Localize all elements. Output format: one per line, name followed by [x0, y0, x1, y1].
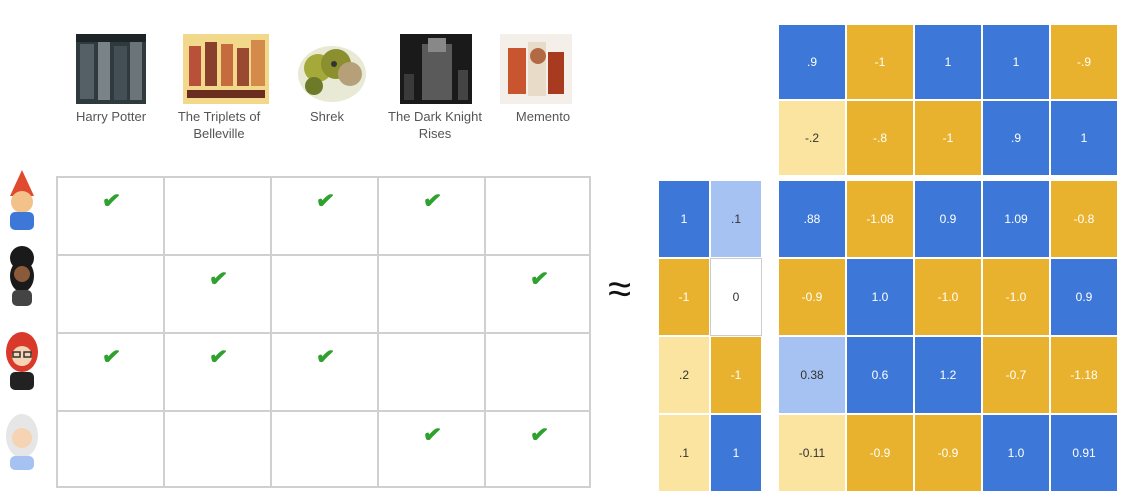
product-cell: 1.0: [846, 258, 914, 336]
product-cell: -0.9: [778, 258, 846, 336]
user-embedding-cell: -1: [658, 258, 710, 336]
product-cell: -0.9: [914, 414, 982, 492]
user-avatar-dark-hair-icon: [2, 244, 42, 308]
rating-cell: [484, 176, 591, 254]
product-cell: -1.0: [982, 258, 1050, 336]
harry-potter-poster-icon: [76, 34, 146, 104]
user-avatar-white-hair-icon: [2, 408, 42, 472]
movie-title: Harry Potter: [75, 109, 147, 124]
rating-cell: [484, 254, 591, 332]
rating-cell: [377, 254, 484, 332]
product-cell: -0.9: [846, 414, 914, 492]
check-icon: ✔: [314, 343, 336, 370]
rating-cell: [377, 332, 484, 410]
check-icon: ✔: [421, 421, 443, 448]
rating-cell: [270, 176, 377, 254]
product-cell: 1.0: [982, 414, 1050, 492]
rating-cell: [56, 176, 163, 254]
product-cell: 0.38: [778, 336, 846, 414]
rating-cell: [377, 410, 484, 488]
shrek-poster-icon: [292, 34, 366, 104]
movie-embedding-cell: -1: [846, 24, 914, 100]
movie-title: The Dark Knight Rises: [388, 109, 482, 141]
product-cell: 1.09: [982, 180, 1050, 258]
movie-embedding-cell: -1: [914, 100, 982, 176]
check-icon: ✔: [528, 265, 550, 292]
rating-cell: [56, 332, 163, 410]
user-avatar-red-hair-glasses-icon: [2, 328, 42, 392]
movie-embedding-cell: 1: [1050, 100, 1118, 176]
movie-embedding-cell: 1: [914, 24, 982, 100]
rating-cell: [163, 254, 270, 332]
check-icon: ✔: [421, 187, 443, 214]
user-embedding-cell: .2: [658, 336, 710, 414]
user-embedding-cell: 1: [658, 180, 710, 258]
user-embedding-cell: 0: [710, 258, 762, 336]
rating-cell: [484, 410, 591, 488]
check-icon: ✔: [100, 187, 122, 214]
product-cell: -0.11: [778, 414, 846, 492]
product-cell: -1.18: [1050, 336, 1118, 414]
triplets-poster-icon: [183, 34, 269, 104]
movie-embedding-cell: -.2: [778, 100, 846, 176]
product-cell: 0.9: [1050, 258, 1118, 336]
rating-cell: [163, 332, 270, 410]
user-embedding-cell: .1: [710, 180, 762, 258]
movie-embedding-cell: 1: [982, 24, 1050, 100]
rating-cell: [270, 254, 377, 332]
user-embedding-cell: -1: [710, 336, 762, 414]
product-cell: -0.7: [982, 336, 1050, 414]
product-cell: 0.6: [846, 336, 914, 414]
product-cell: -1.08: [846, 180, 914, 258]
movie-embedding-cell: .9: [982, 100, 1050, 176]
product-cell: -0.8: [1050, 180, 1118, 258]
rating-cell: [163, 176, 270, 254]
movie-title: Shrek: [310, 109, 344, 124]
movie-embedding-cell: .9: [778, 24, 846, 100]
check-icon: ✔: [207, 265, 229, 292]
check-icon: ✔: [528, 421, 550, 448]
check-icon: ✔: [207, 343, 229, 370]
rating-cell: [163, 410, 270, 488]
movie-title: Memento: [515, 109, 571, 124]
user-embedding-cell: 1: [710, 414, 762, 492]
rating-cell: [270, 410, 377, 488]
user-avatar-red-hat-icon: [2, 168, 42, 232]
rating-cell: [56, 410, 163, 488]
rating-cell: [377, 176, 484, 254]
product-cell: 0.91: [1050, 414, 1118, 492]
dark-knight-poster-icon: [400, 34, 472, 104]
product-cell: 0.9: [914, 180, 982, 258]
rating-cell: [56, 254, 163, 332]
user-embedding-cell: .1: [658, 414, 710, 492]
movie-embedding-cell: -.9: [1050, 24, 1118, 100]
check-icon: ✔: [100, 343, 122, 370]
rating-cell: [484, 332, 591, 410]
product-cell: .88: [778, 180, 846, 258]
memento-poster-icon: [500, 34, 572, 104]
movie-embedding-cell: -.8: [846, 100, 914, 176]
movie-title: The Triplets of Belleville: [177, 109, 261, 141]
check-icon: ✔: [314, 187, 336, 214]
product-cell: 1.2: [914, 336, 982, 414]
rating-cell: [270, 332, 377, 410]
product-cell: -1.0: [914, 258, 982, 336]
approx-symbol: ≈: [608, 265, 632, 312]
